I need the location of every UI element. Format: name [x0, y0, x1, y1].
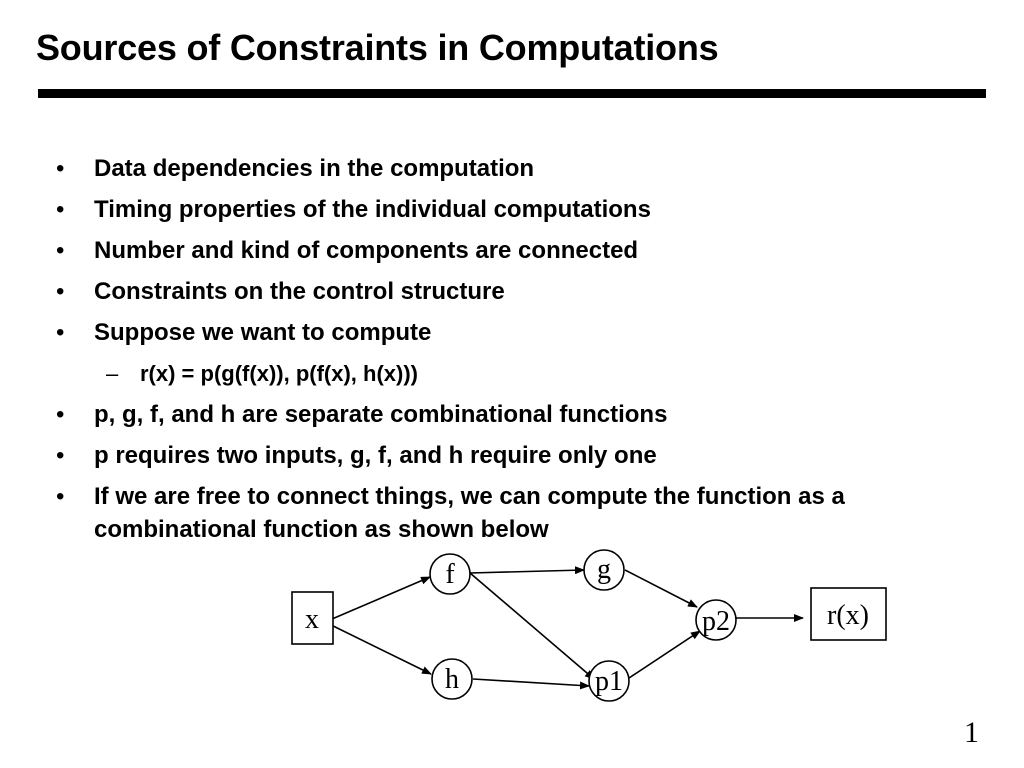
slide-title: Sources of Constraints in Computations [36, 27, 719, 68]
edge-x-to-h [324, 621, 432, 675]
node-p1-label: p1 [595, 666, 623, 697]
node-g-label: g [597, 554, 611, 585]
node-f-label: f [445, 559, 455, 590]
edge-x-to-f [324, 576, 431, 623]
node-r: r(x) [810, 587, 887, 641]
bullet-marker: • [56, 401, 65, 428]
bullet-marker: • [56, 155, 65, 182]
dash-marker: – [106, 361, 119, 386]
bullet-text: If we are free to connect things, we can… [94, 483, 845, 543]
bullet-marker: • [56, 319, 65, 346]
bullet-text: Suppose we want to compute [94, 319, 432, 346]
diagram-edges [324, 566, 804, 690]
bullet-item: • Suppose we want to compute [56, 316, 986, 349]
bullet-item: • p, g, f, and h are separate combinatio… [56, 398, 986, 431]
node-g: g [583, 549, 625, 591]
node-f-circle [429, 553, 471, 595]
bullet-item: • Number and kind of components are conn… [56, 234, 986, 267]
bullet-item: • Data dependencies in the computation [56, 152, 986, 185]
sub-bullet-item: – r(x) = p(g(f(x)), p(f(x), h(x))) [56, 357, 986, 390]
node-h: h [431, 658, 473, 700]
bullet-marker: • [56, 237, 65, 264]
node-f: f [429, 553, 471, 595]
node-h-label: h [445, 664, 459, 695]
bullet-marker: • [56, 483, 65, 510]
node-g-circle [583, 549, 625, 591]
bullet-item: • Timing properties of the individual co… [56, 193, 986, 226]
node-x: x [291, 591, 334, 645]
bullet-list: • Data dependencies in the computation •… [56, 152, 986, 554]
bullet-item: • If we are free to connect things, we c… [56, 480, 986, 546]
bullet-text: Data dependencies in the computation [94, 155, 535, 182]
edge-h-to-p1 [472, 678, 590, 690]
bullet-marker: • [56, 442, 65, 469]
bullet-text: p, g, f, and h are separate combinationa… [94, 401, 668, 428]
bullet-marker: • [56, 278, 65, 305]
bullet-text: Number and kind of components are connec… [94, 237, 639, 264]
formula-text: r(x) = p(g(f(x)), p(f(x), h(x))) [140, 361, 418, 386]
bullet-marker: • [56, 196, 65, 223]
edge-p1-to-p2 [628, 630, 701, 679]
title-divider [38, 89, 986, 98]
node-h-circle [431, 658, 473, 700]
node-x-label: x [305, 604, 319, 635]
bullet-item: • Constraints on the control structure [56, 275, 986, 308]
node-p2: p2 [695, 599, 737, 641]
node-p1: p1 [588, 660, 630, 702]
page-number: 1 [964, 716, 979, 749]
bullet-text: Constraints on the control structure [94, 278, 505, 305]
bullet-item: • p requires two inputs, g, f, and h req… [56, 439, 986, 472]
node-r-box [810, 587, 887, 641]
node-x-box [291, 591, 334, 645]
edge-g-to-p2 [624, 569, 698, 608]
bullet-text: Timing properties of the individual comp… [94, 196, 651, 223]
edge-f-to-p1 [469, 572, 595, 680]
node-p1-circle [588, 660, 630, 702]
node-p2-circle [695, 599, 737, 641]
node-r-label: r(x) [827, 600, 869, 631]
edge-f-to-g [469, 566, 585, 575]
bullet-text: p requires two inputs, g, f, and h requi… [94, 442, 657, 469]
node-p2-label: p2 [702, 606, 730, 637]
